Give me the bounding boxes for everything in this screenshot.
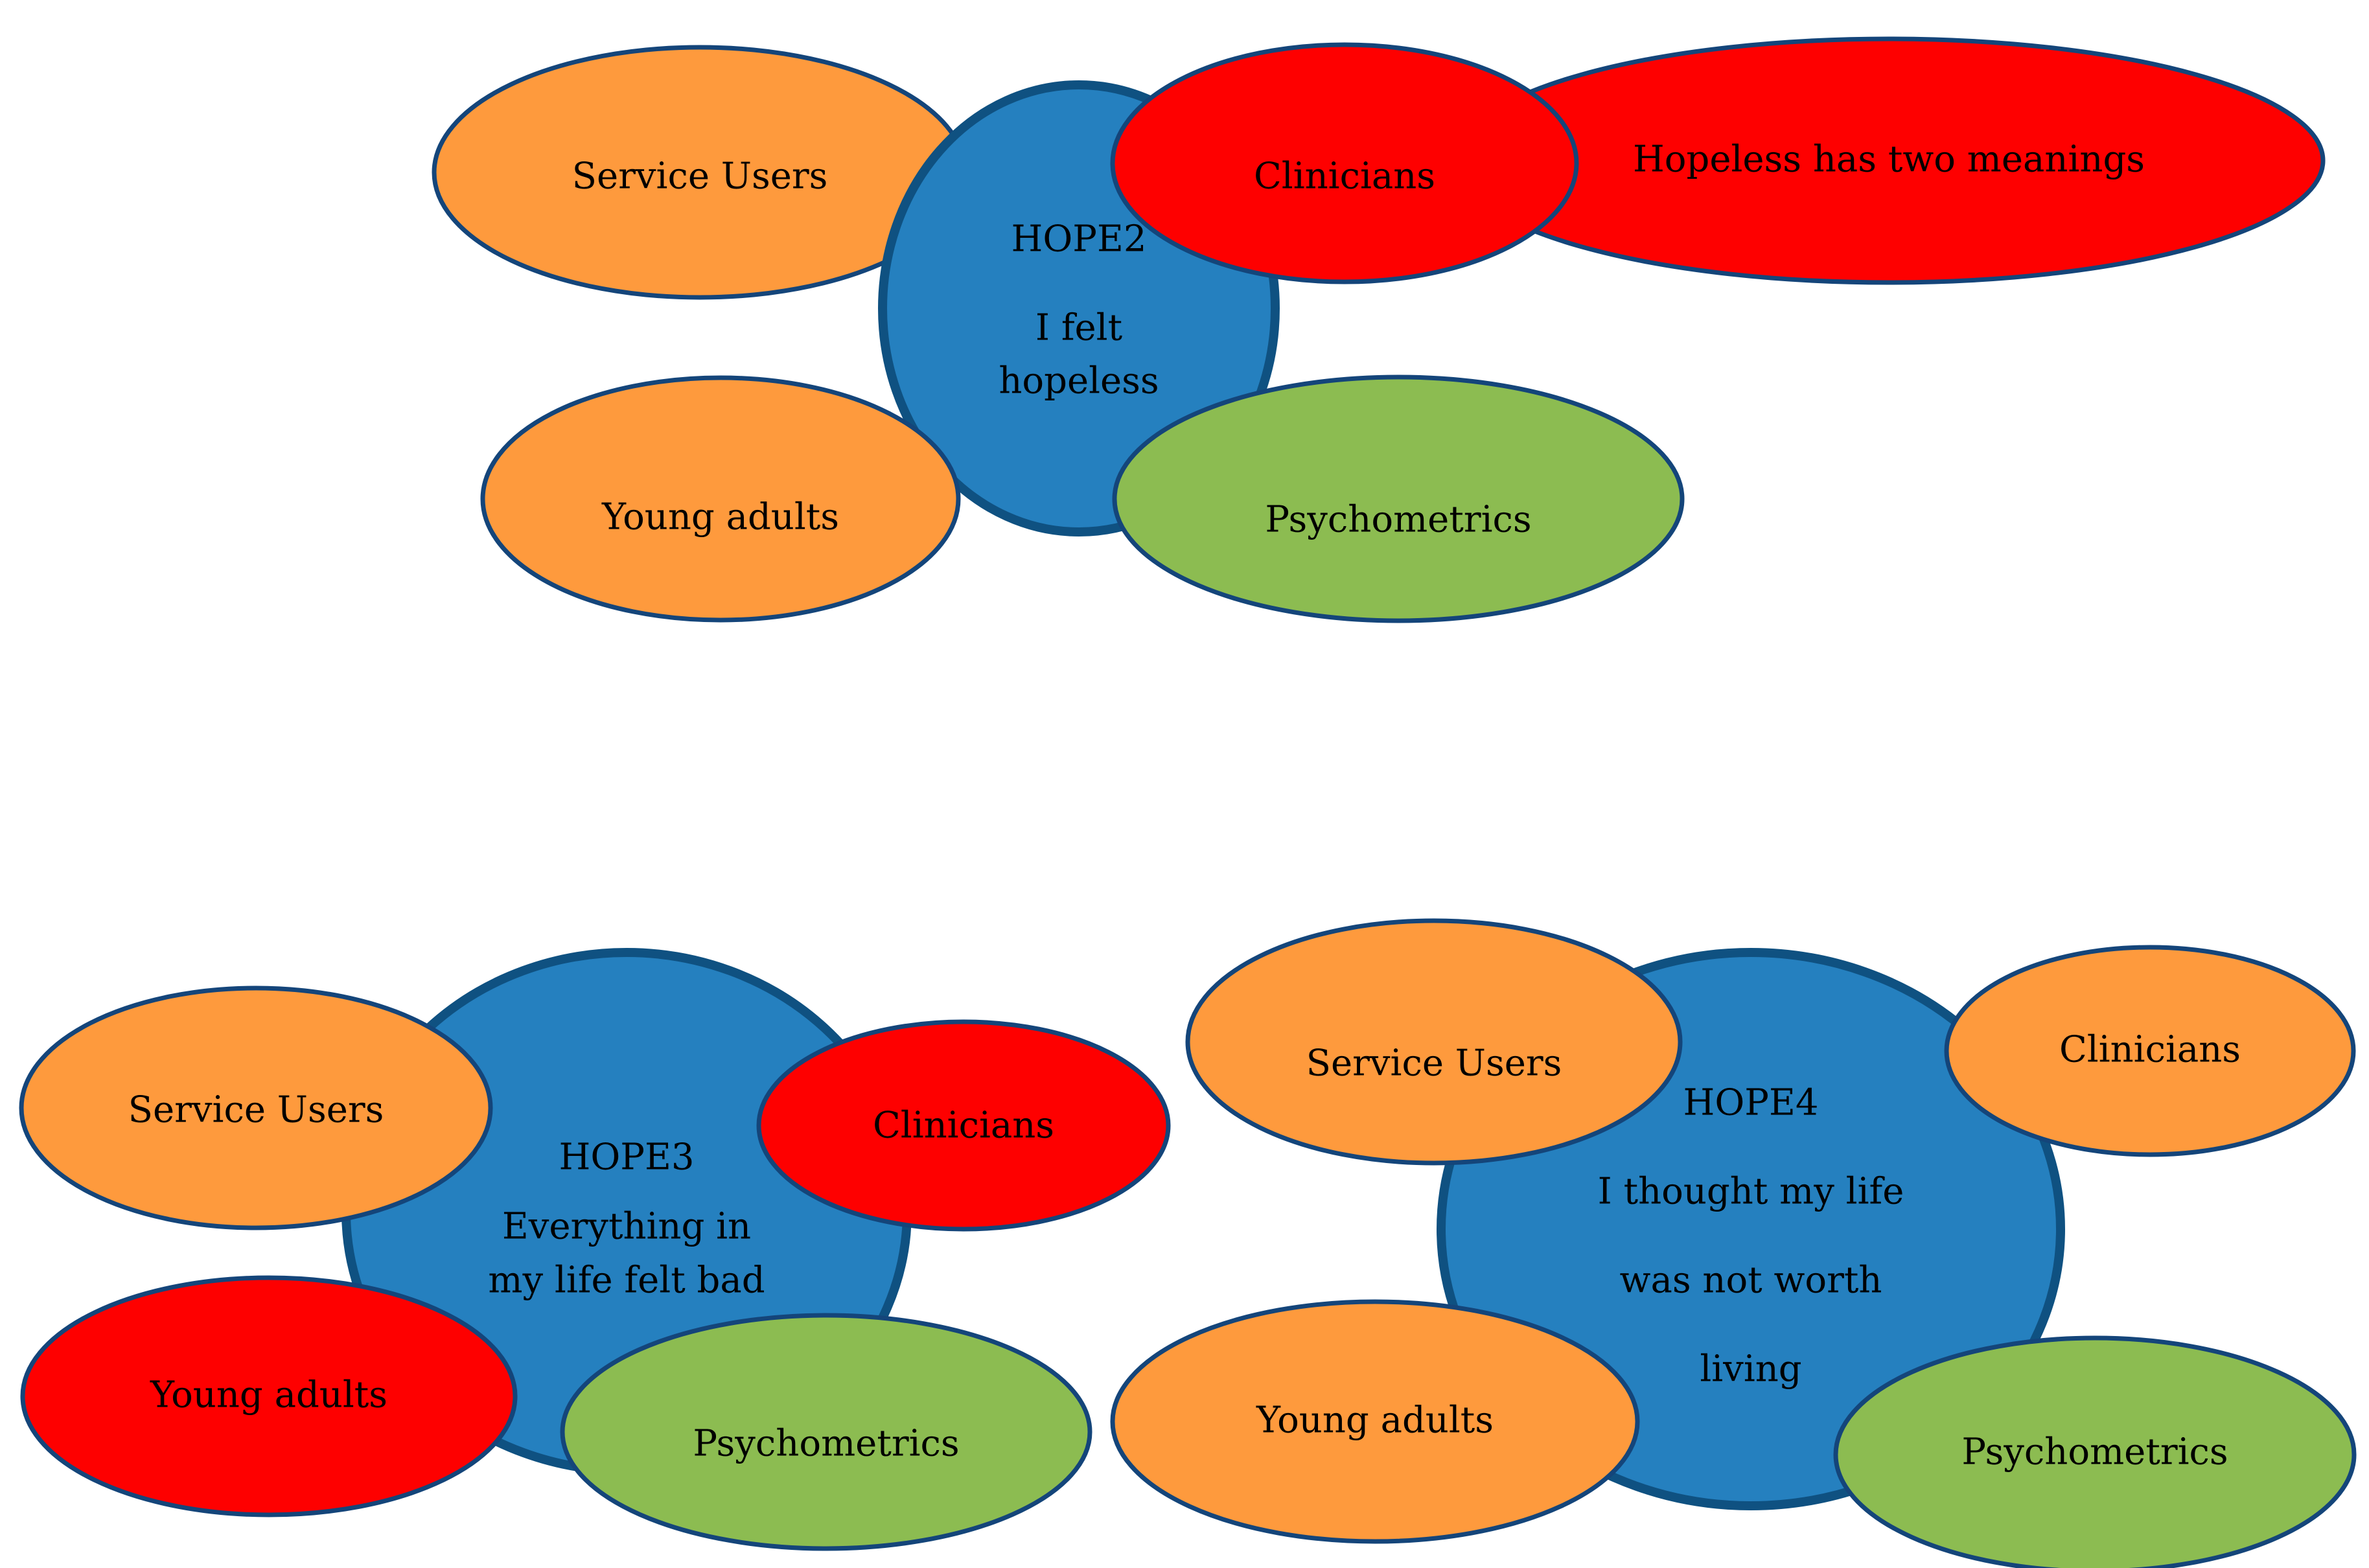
- node-label: Hopeless has two meanings: [1633, 139, 2145, 181]
- hope3-psychometrics-node: Psychometrics: [560, 1313, 1092, 1551]
- node-ellipse: [1112, 375, 1685, 623]
- center-text-line: Everything in: [502, 1206, 751, 1248]
- center-text-line: I thought my life: [1598, 1171, 1904, 1213]
- node-label: Clinicians: [2059, 1029, 2241, 1071]
- center-text-line: my life felt bad: [488, 1260, 765, 1302]
- center-text-line: hopeless: [999, 360, 1159, 402]
- hope3-young-adults-node: Young adults: [20, 1275, 518, 1517]
- node-ellipse: [560, 1313, 1092, 1551]
- center-text-line: I felt: [1035, 307, 1123, 349]
- hope2-hopeless-has-two-meanings-node: Hopeless has two meanings: [1452, 36, 2326, 285]
- node-label: Psychometrics: [1961, 1431, 2228, 1473]
- center-title: HOPE4: [1683, 1082, 1819, 1124]
- node-ellipse: [480, 375, 961, 623]
- hope4-young-adults-node: Young adults: [1110, 1299, 1640, 1544]
- hope3-clinicians-node: Clinicians: [756, 1019, 1171, 1232]
- node-ellipse: [1185, 918, 1683, 1166]
- node-label: Psychometrics: [693, 1423, 959, 1465]
- node-label: Service Users: [128, 1089, 384, 1131]
- node-label: Young adults: [601, 496, 839, 538]
- node-label: Clinicians: [873, 1105, 1054, 1147]
- node-ellipse: [756, 1019, 1171, 1232]
- center-text-line: was not worth: [1620, 1260, 1882, 1302]
- hope2-young-adults-node: Young adults: [480, 375, 961, 623]
- node-ellipse: [1944, 945, 2356, 1157]
- node-ellipse: [1110, 42, 1579, 284]
- node-label: Service Users: [572, 156, 828, 198]
- hope4-clinicians-node: Clinicians: [1944, 945, 2356, 1157]
- center-title: HOPE2: [1011, 218, 1147, 260]
- node-ellipse: [1833, 1335, 2357, 1568]
- node-label: Young adults: [150, 1374, 387, 1416]
- center-text-line: living: [1700, 1348, 1801, 1390]
- node-label: Service Users: [1306, 1043, 1562, 1085]
- hope4-service-users-node: Service Users: [1185, 918, 1683, 1166]
- hope3-service-users-node: Service Users: [19, 986, 493, 1230]
- node-label: Clinicians: [1254, 156, 1435, 198]
- center-title: HOPE3: [559, 1136, 695, 1179]
- node-label: Psychometrics: [1265, 499, 1531, 541]
- hope2-clinicians-node: Clinicians: [1110, 42, 1579, 284]
- node-label: Young adults: [1256, 1400, 1494, 1442]
- hope4-psychometrics-node: Psychometrics: [1833, 1335, 2357, 1568]
- node-ellipse: [20, 1275, 518, 1517]
- hope2-psychometrics-node: Psychometrics: [1112, 375, 1685, 623]
- node-ellipse: [1110, 1299, 1640, 1544]
- node-ellipse: [19, 986, 493, 1230]
